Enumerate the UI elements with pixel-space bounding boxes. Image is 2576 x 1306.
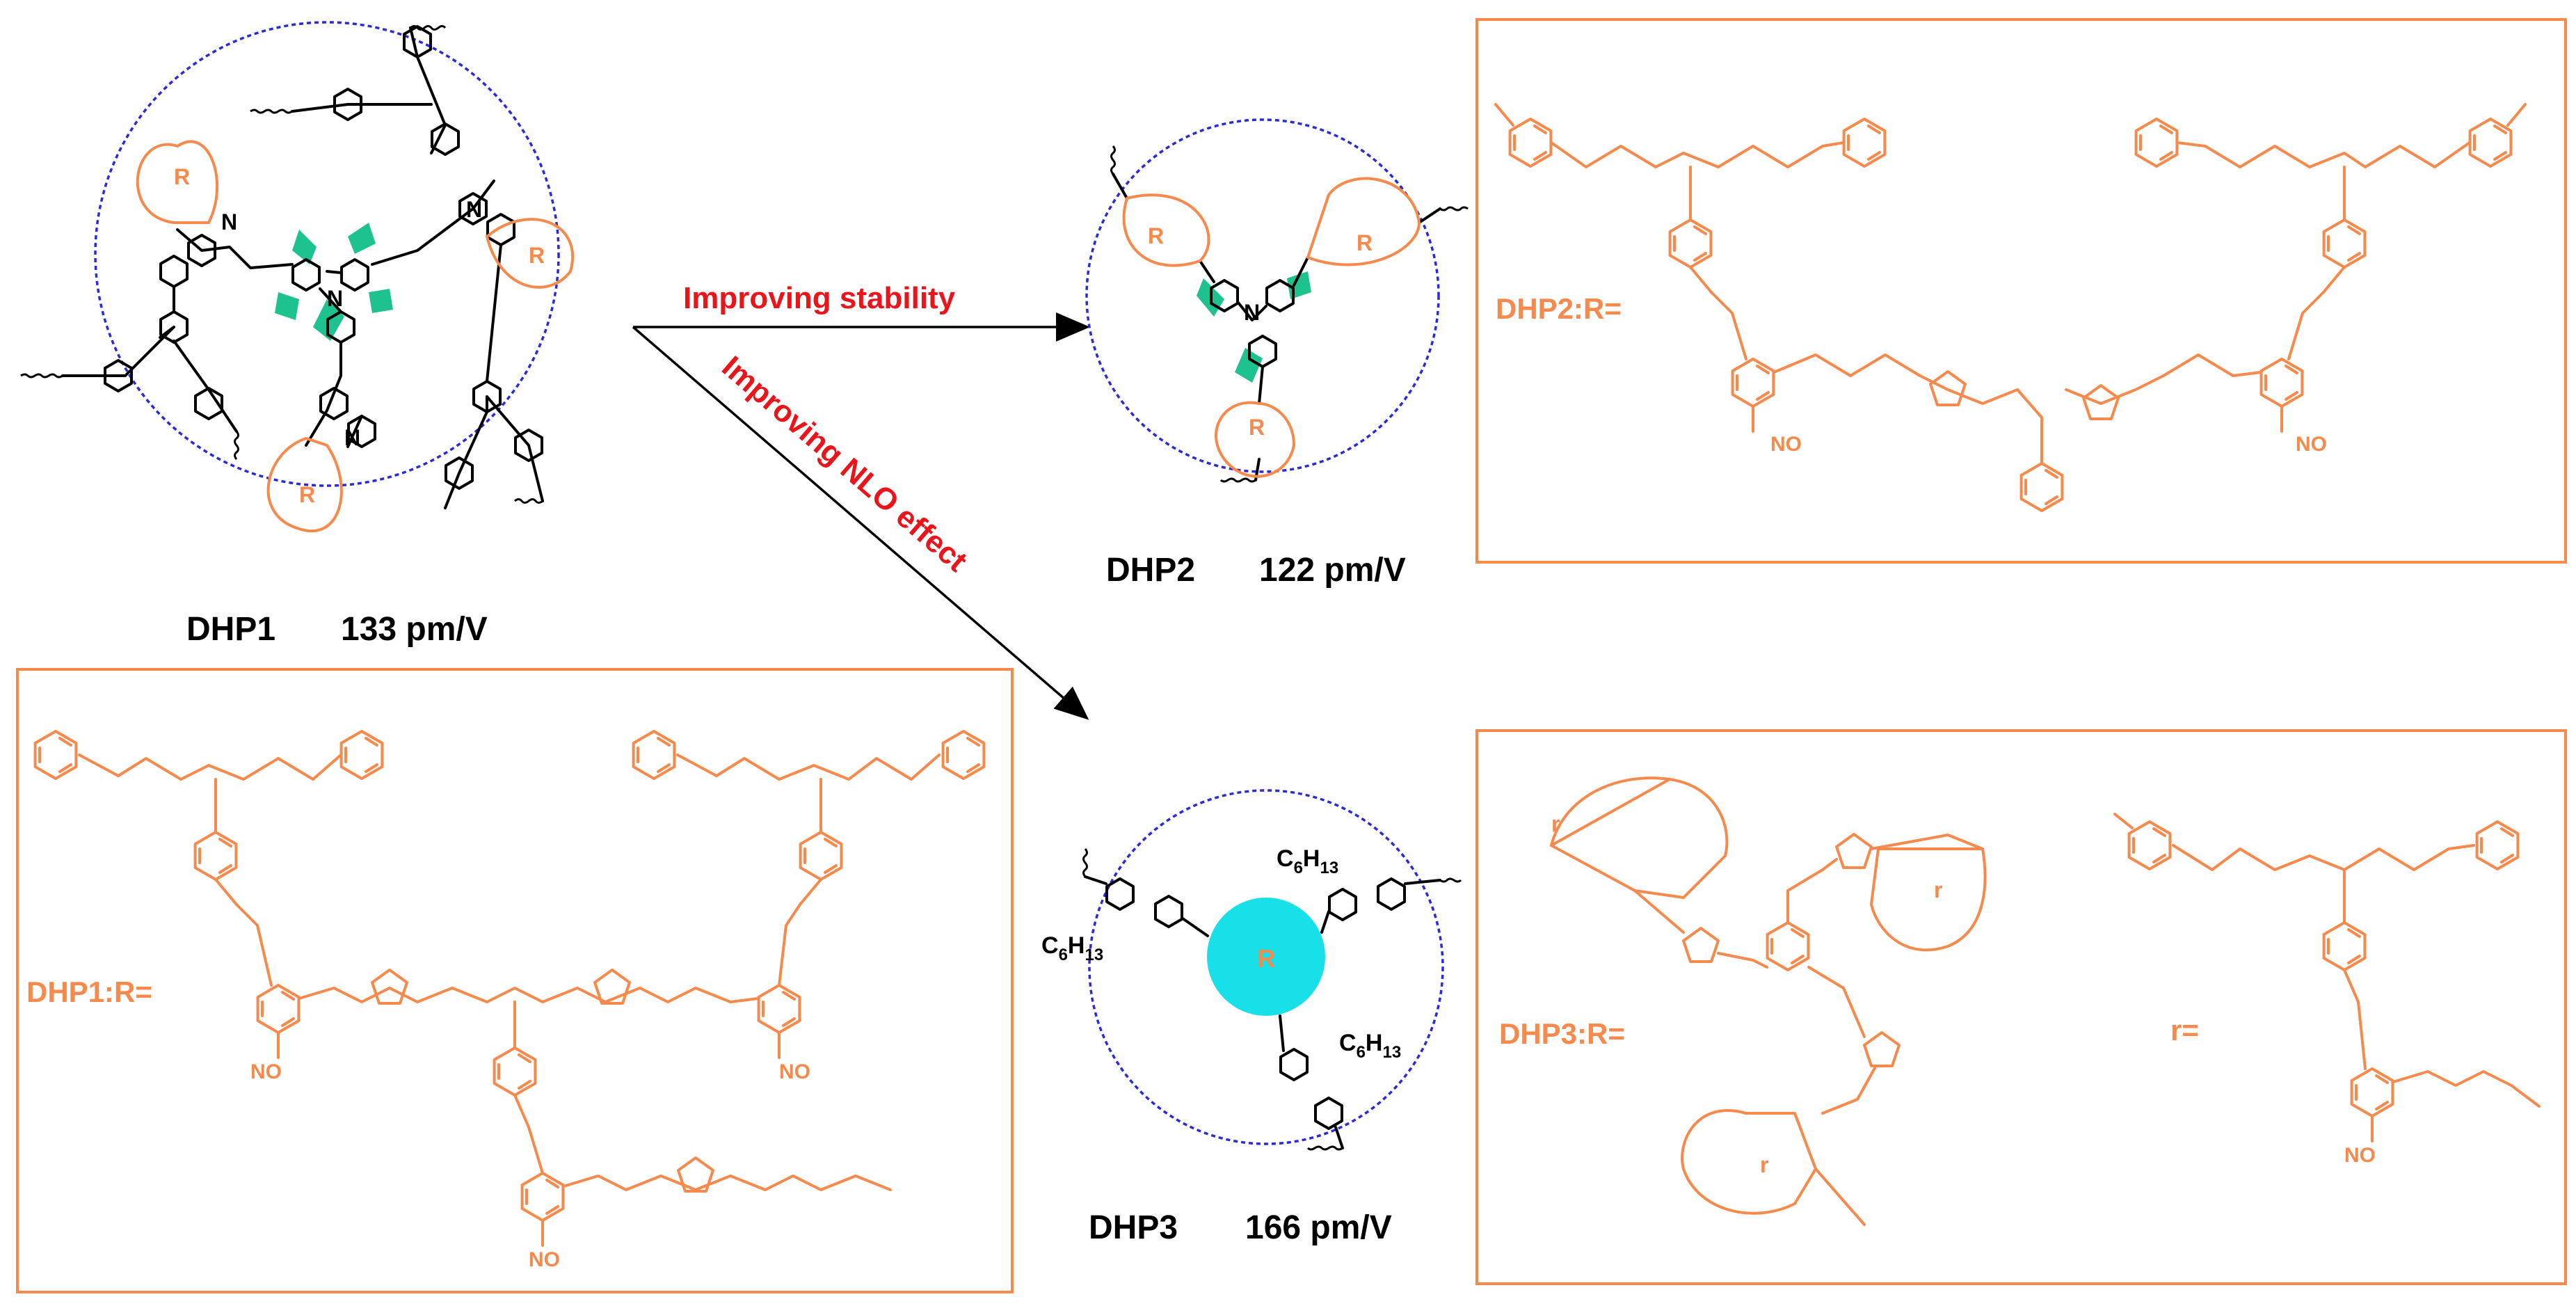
dhp3-r-box: [1475, 729, 2567, 1285]
dhp1-no2-label: NO: [529, 1248, 560, 1271]
dhp2-value: 122 pm/V: [1259, 552, 1406, 589]
dhp1-name: DHP1: [186, 611, 275, 648]
dhp3-value: 166 pm/V: [1245, 1209, 1392, 1246]
nlo-arrow-label: Improving NLO effect: [715, 349, 973, 578]
dhp2-r-box: [1475, 18, 2567, 564]
dhp3-small-r-label: r: [1934, 877, 1942, 902]
dhp1-n-atom: N: [466, 197, 482, 222]
dhp2-r-label: R: [1148, 223, 1164, 248]
dhp3-hexyl-label: C6H13: [1041, 932, 1103, 964]
dhp2-r-label: R: [1249, 415, 1265, 440]
dhp1-n-atom: N: [221, 209, 237, 234]
dhp1-r-box: [16, 668, 1014, 1293]
dhp2-name: DHP2: [1106, 552, 1195, 589]
dhp3-small-r-label: r: [1760, 1152, 1768, 1177]
dhp1-r-definition-label: DHP1:R=: [26, 975, 152, 1008]
dhp1-r-label: R: [299, 482, 315, 507]
dhp3-hexyl-label: C6H13: [1339, 1030, 1401, 1062]
dhp2-boundary-circle: [1085, 118, 1440, 473]
dhp1-value: 133 pm/V: [341, 611, 488, 648]
dhp1-r-label: R: [529, 243, 545, 268]
dhp2-r-definition-label: DHP2:R=: [1496, 292, 1622, 325]
dhp1-no2-label: NO: [779, 1060, 810, 1083]
dhp3-structure: R C6H13 C6H13 C6H13: [1041, 789, 1462, 1151]
dhp3-r-label: R: [1257, 944, 1275, 973]
dhp3-hexyl-label: C6H13: [1277, 845, 1338, 877]
dhp2-no2-label: NO: [2296, 433, 2327, 456]
dhp1-n-atom: N: [344, 425, 360, 450]
dhp2-r-label: R: [1357, 230, 1373, 255]
dhp3-no2-label: NO: [2344, 1144, 2376, 1167]
dhp2-n-atom: N: [1244, 300, 1260, 325]
dhp3-r-core: [1207, 898, 1325, 1016]
dhp3-small-r-definition-label: r=: [2170, 1014, 2199, 1046]
dhp1-r-structure: [33, 730, 986, 1247]
dhp2-structure: N R R R: [1085, 118, 1469, 483]
dhp1-n-atom: N: [327, 286, 343, 311]
dhp1-green-core: [275, 223, 393, 341]
dhp3-boundary-circle: [1088, 789, 1444, 1145]
dhp1-r-label: R: [174, 164, 190, 189]
dhp3-r-definition-label: DHP3:R=: [1499, 1017, 1625, 1050]
dhp3-name: DHP3: [1089, 1209, 1178, 1246]
dhp2-no2-label: NO: [1770, 433, 1802, 456]
dhp3-r-structure: [1550, 777, 2541, 1226]
stability-arrow-label: Improving stability: [683, 281, 956, 315]
dhp1-boundary-circle: [94, 21, 560, 487]
dhp3-small-r-label: r: [1551, 811, 1560, 836]
dhp2-r-structure: [1494, 103, 2527, 512]
nlo-arrow: [632, 326, 1089, 720]
dhp1-structure: N N N N R R R: [20, 21, 575, 532]
dhp1-no2-label: NO: [250, 1060, 282, 1083]
